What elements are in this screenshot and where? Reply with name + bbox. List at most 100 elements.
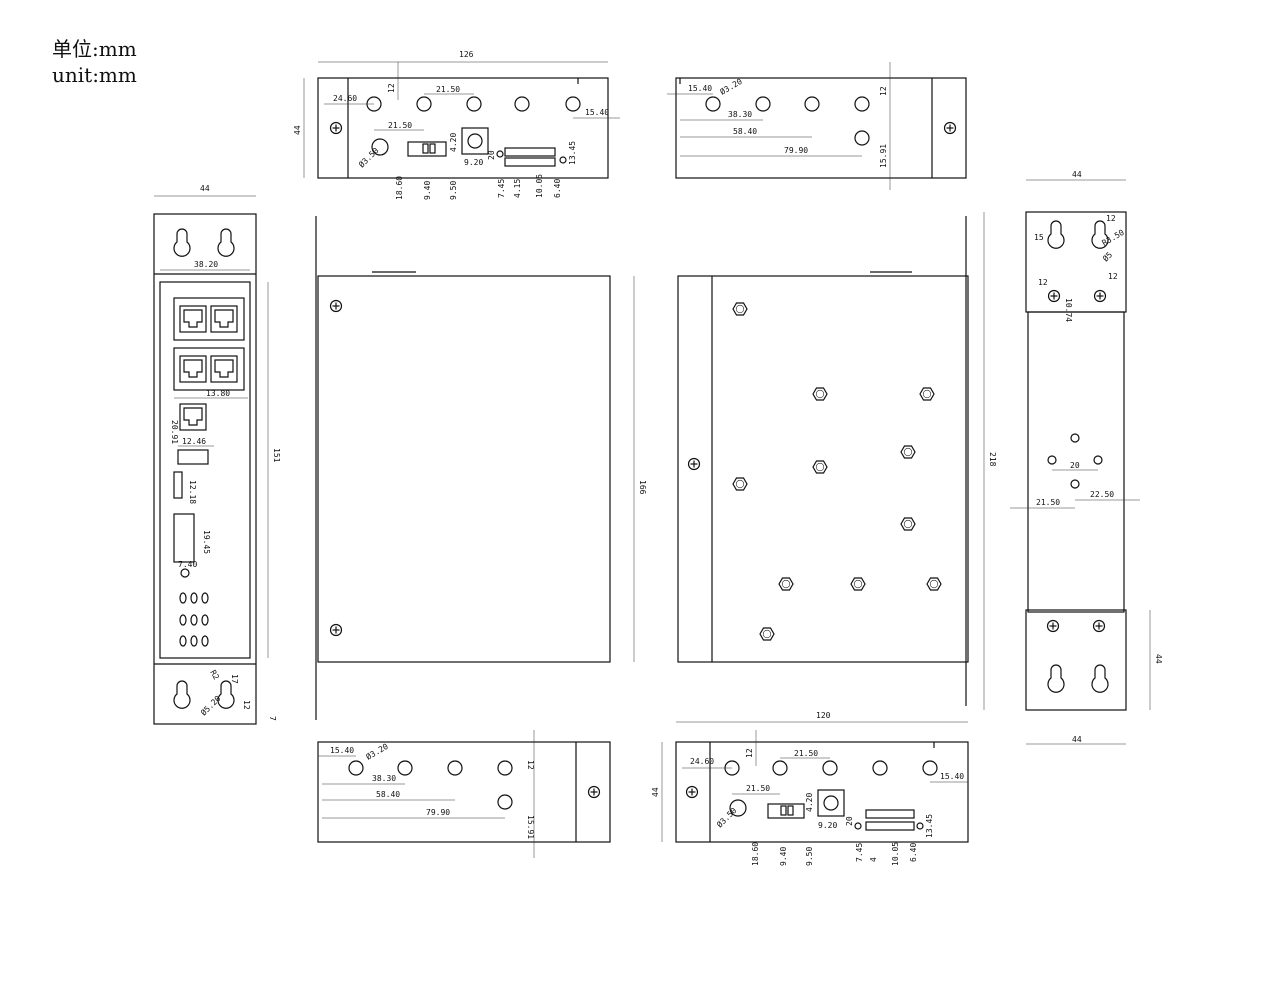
dim-label: 4.20 [805, 793, 814, 812]
dim-label: 58.40 [733, 127, 757, 136]
dim-label: 7.45 [497, 179, 506, 198]
dim-label: R3.50 [1101, 228, 1127, 248]
dim-label: 12 [387, 83, 396, 93]
dim-label: 79.90 [784, 146, 808, 155]
rj45-port-icon [210, 305, 238, 333]
back-width-top-label: 44 [1072, 170, 1082, 179]
dim-label: 7.40 [178, 560, 197, 569]
screw-icon [943, 121, 957, 135]
rj45-port-icon [179, 355, 207, 383]
dim-label: 38.20 [194, 260, 218, 269]
dim-label: 15.40 [688, 84, 712, 93]
keyhole-icon [173, 228, 191, 257]
front-width-label: 44 [200, 184, 210, 193]
units-line-cn: 单位:mm [52, 37, 137, 61]
dim-label: 15.40 [330, 746, 354, 755]
dim-label: 38.30 [372, 774, 396, 783]
dim-label: 7 [268, 716, 277, 721]
dim-label: 17 [230, 674, 239, 684]
dim-label: 12 [1106, 214, 1116, 223]
back-width-bottom-label: 44 [1072, 735, 1082, 744]
dim-label: 21.50 [436, 85, 460, 94]
dim-label: 13.45 [925, 814, 934, 838]
dim-label: 10.05 [535, 174, 544, 198]
screw-icon [687, 457, 701, 471]
screw-icon [329, 299, 343, 313]
dim-label: 4.15 [513, 179, 522, 198]
dim-label: 22.50 [1090, 490, 1114, 499]
bottom-left-view: 15.40 Ø3.20 12 38.30 58.40 79.90 15.91 [317, 730, 611, 858]
dim-label: 10.05 [891, 842, 900, 866]
screw-icon [587, 785, 601, 799]
dim-label: R2 [208, 669, 221, 682]
dim-label: 9.40 [779, 847, 788, 866]
dim-label: 12 [1108, 272, 1118, 281]
dim-label: 12 [1038, 278, 1048, 287]
heatsink-view [677, 216, 969, 706]
hex-nut-icon [778, 577, 794, 591]
hex-nut-icon [900, 517, 916, 531]
dim-label: 9.50 [805, 847, 814, 866]
bottom-right-height-label: 44 [651, 787, 660, 797]
dim-label: 9.50 [449, 181, 458, 200]
hex-nut-icon [732, 302, 748, 316]
dim-label: 13.45 [568, 141, 577, 165]
rj45-port-icon [179, 305, 207, 333]
dim-label: 38.30 [728, 110, 752, 119]
dim-label: 9.20 [818, 821, 837, 830]
hex-nut-icon [850, 577, 866, 591]
screw-icon [1092, 619, 1106, 633]
hex-nut-icon [812, 387, 828, 401]
dim-label: 6.40 [553, 179, 562, 198]
rj45-port-icon [179, 403, 207, 431]
hex-nut-icon [732, 477, 748, 491]
screw-icon [1046, 619, 1060, 633]
dim-label: 15.91 [526, 815, 535, 839]
front-view: 44 38.20 151 13.80 20.91 12.46 12.18 19.… [153, 184, 281, 725]
dim-label: Ø3.50 [356, 145, 380, 169]
dim-label: 20 [1070, 461, 1080, 470]
screw-icon [1047, 289, 1061, 303]
hex-nut-icon [759, 627, 775, 641]
dim-label: 4 [869, 857, 878, 862]
dim-label: 9.40 [423, 181, 432, 200]
bottom-right-width-label: 120 [816, 711, 831, 720]
screw-icon [329, 623, 343, 637]
dim-label: Ø3.20 [718, 76, 744, 97]
keyhole-icon [1047, 220, 1065, 249]
dim-label: 12 [242, 700, 251, 710]
dim-label: 13.80 [206, 389, 230, 398]
dim-label: 10.74 [1064, 298, 1073, 322]
hex-nut-icon [926, 577, 942, 591]
dim-label: 18.60 [395, 176, 404, 200]
dim-label: 20 [487, 150, 496, 160]
screw-icon [329, 121, 343, 135]
rj45-port-icon [210, 355, 238, 383]
dim-label: 21.50 [746, 784, 770, 793]
dim-label: 79.90 [426, 808, 450, 817]
back-height-label: 218 [988, 452, 997, 467]
dim-label: 21.50 [1036, 498, 1060, 507]
dim-label: 20 [845, 816, 854, 826]
hex-nut-icon [900, 445, 916, 459]
keyhole-icon [1047, 664, 1065, 693]
top-left-width-label: 126 [459, 50, 474, 59]
dim-label: 12.18 [188, 480, 197, 504]
dim-label: 15.40 [585, 108, 609, 117]
dim-label: 12 [526, 760, 535, 770]
keyhole-icon [217, 680, 235, 709]
dim-label: 9.20 [464, 158, 483, 167]
dim-label: 15.91 [879, 144, 888, 168]
side-view: 166 [315, 216, 647, 720]
dim-label: 18.60 [751, 842, 760, 866]
dim-label: Ø3.50 [714, 805, 738, 829]
dim-label: 58.40 [376, 790, 400, 799]
dim-label: 24.60 [690, 757, 714, 766]
top-left-height-label: 44 [293, 125, 302, 135]
dim-label: 21.50 [388, 121, 412, 130]
bottom-right-view: 120 44 24.60 12 21.50 21.50 15.40 Ø3.50 … [651, 711, 969, 866]
hex-nut-icon [812, 460, 828, 474]
keyhole-icon [173, 680, 191, 709]
back-view: 44 44 218 44 12 15 R3.50 Ø5 12 12 10.74 … [983, 170, 1163, 745]
